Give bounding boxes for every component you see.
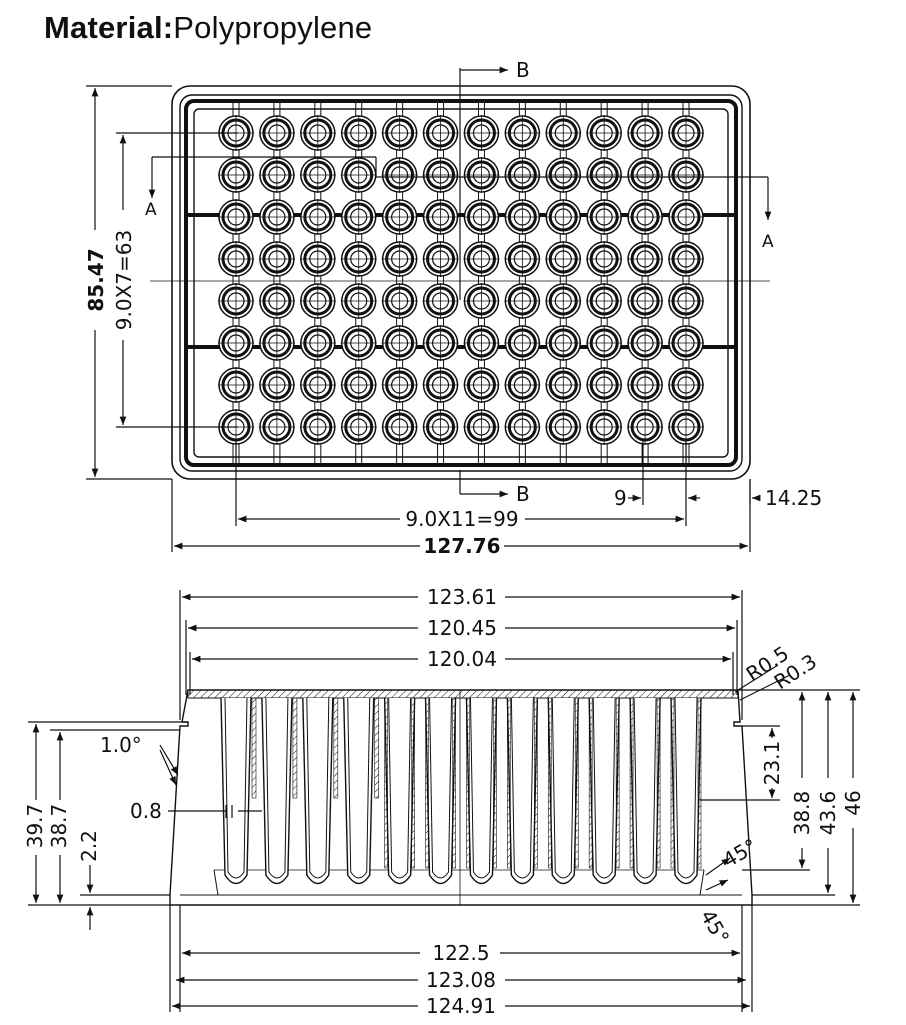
- tube-inner-wall: [429, 697, 453, 879]
- rib-hatch: [333, 697, 339, 799]
- plate-outline-mid: [179, 94, 743, 472]
- overall-width-label: 127.76: [423, 534, 500, 558]
- side-view: [169, 689, 753, 906]
- right-3-label: 43.6: [816, 791, 840, 836]
- side-outline: [169, 689, 753, 906]
- col-pitch-label: 9.0X11=99: [405, 507, 518, 531]
- plate-outline-thick: [184, 99, 738, 467]
- section-a-left-label: A: [145, 200, 157, 220]
- tube: [261, 697, 293, 885]
- tube-wall-hatch: [615, 697, 620, 869]
- draft-label: 1.0°: [100, 733, 142, 757]
- tube-inner-wall: [633, 697, 657, 879]
- tube: [506, 697, 539, 885]
- tube-wall-hatch: [493, 697, 497, 869]
- tube: [343, 697, 375, 885]
- top-mid-label: 120.45: [427, 616, 497, 640]
- bottom-1-label: 122.5: [432, 941, 489, 965]
- tube-inner-wall: [224, 697, 248, 879]
- plate-outline-inner: [193, 108, 729, 458]
- tube-wall-hatch: [384, 697, 388, 869]
- tube-wall-hatch: [534, 697, 538, 869]
- tube: [588, 697, 620, 885]
- top-dimension-labels: B B A A 85.47 9.0X7=63 9.0X11=99 127.76 …: [84, 58, 822, 558]
- side-dimensions: [28, 590, 860, 1012]
- height-2-label: 38.7: [47, 804, 71, 849]
- rib-hatch: [251, 697, 257, 799]
- tube-wall-hatch: [507, 697, 511, 869]
- tube: [424, 697, 457, 885]
- top-view: [171, 85, 751, 480]
- top-inner-label: 120.04: [427, 647, 497, 671]
- tube-wall-hatch: [670, 697, 675, 869]
- tube: [629, 697, 661, 885]
- wall-label: 0.8: [130, 799, 162, 823]
- height-1-label: 39.7: [23, 804, 47, 849]
- tube: [465, 697, 498, 885]
- bottom-3-label: 124.91: [426, 994, 496, 1018]
- right-4-label: 46: [841, 790, 865, 815]
- chamfer-2-label: 45°: [696, 906, 735, 949]
- pitch-label: 9: [614, 486, 627, 510]
- tube: [547, 697, 579, 885]
- plate-outline-outer: [171, 85, 751, 480]
- tube-inner-wall: [592, 697, 616, 879]
- tube-inner-wall: [469, 697, 493, 879]
- bottom-2-label: 123.08: [426, 968, 496, 992]
- tube-wall-hatch: [697, 697, 702, 869]
- tube: [670, 697, 702, 885]
- tube-inner-wall: [306, 697, 330, 879]
- tube-wall-hatch: [411, 697, 415, 869]
- tube-wall-hatch: [466, 697, 470, 869]
- top-outer-label: 123.61: [427, 585, 497, 609]
- top-dimensions: [86, 66, 772, 552]
- section-b-bottom-label: B: [516, 482, 530, 506]
- row-pitch-label: 9.0X7=63: [112, 230, 136, 330]
- overall-height-label: 85.47: [84, 248, 108, 311]
- height-3-label: 2.2: [77, 830, 101, 862]
- tube-inner-wall: [388, 697, 412, 879]
- well-grid: [186, 101, 736, 465]
- tube-wall-hatch: [574, 697, 579, 869]
- tube: [302, 697, 334, 885]
- tube-wall-hatch: [588, 697, 593, 869]
- chamfer-1-label: 45°: [719, 834, 762, 873]
- tube-inner-wall: [510, 697, 534, 879]
- tube-inner-wall: [347, 697, 371, 879]
- tube-wall-hatch: [629, 697, 634, 869]
- tube-wall-hatch: [425, 697, 429, 869]
- tube: [383, 697, 416, 885]
- section-a-right-label: A: [762, 232, 774, 252]
- tube-wall-hatch: [547, 697, 552, 869]
- right-2-label: 38.8: [790, 791, 814, 836]
- tube: [220, 697, 252, 885]
- tube-group: [220, 697, 702, 885]
- tube-inner-wall: [674, 697, 698, 879]
- material-value: Polypropylene: [173, 10, 373, 45]
- tube-wall-hatch: [452, 697, 456, 869]
- rib-hatch: [292, 697, 298, 799]
- tube-wall-hatch: [656, 697, 661, 869]
- tube-inner-wall: [551, 697, 575, 879]
- rib-hatch: [374, 697, 380, 799]
- top-deck-hatch: [187, 689, 739, 699]
- material-heading: Material:Polypropylene: [44, 10, 372, 46]
- right-1-label: 23.1: [760, 741, 784, 786]
- material-label: Material:: [44, 10, 174, 45]
- section-b-top-label: B: [516, 58, 530, 82]
- offset-label: 14.25: [765, 486, 822, 510]
- tube-inner-wall: [265, 697, 289, 879]
